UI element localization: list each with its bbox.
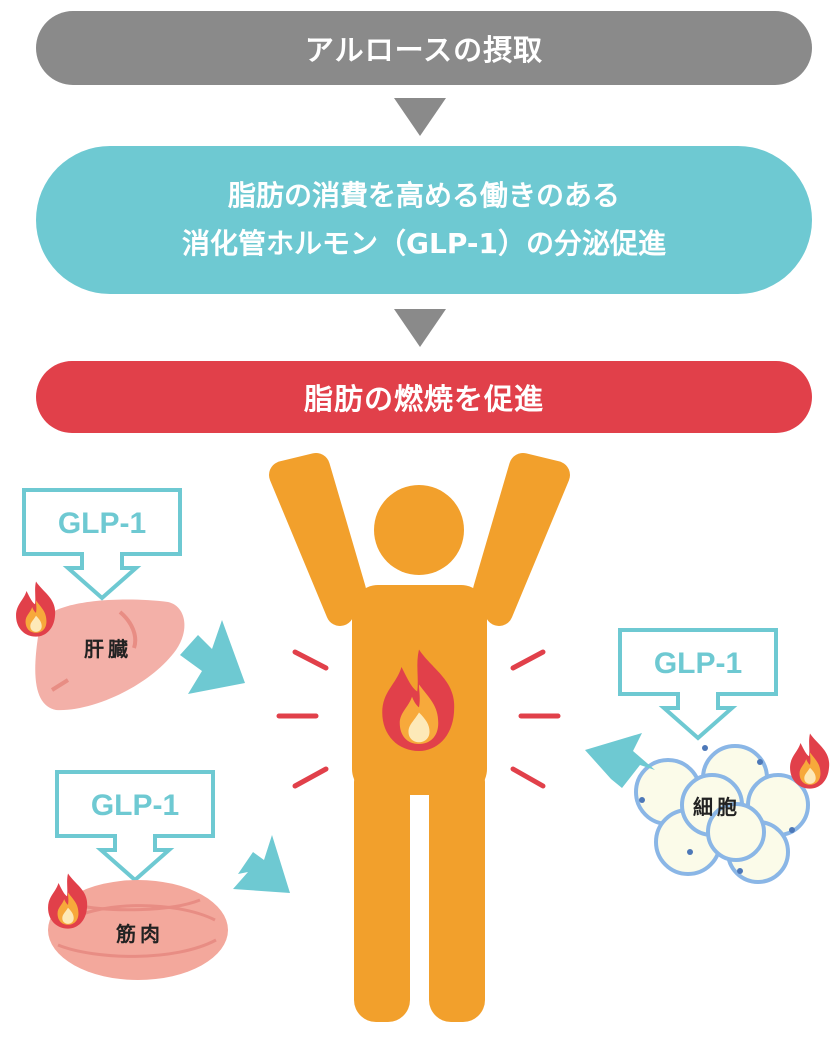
flame-icon [48, 873, 88, 929]
step-intake-label: アルロースの摂取 [304, 33, 544, 67]
muscle-illustration [48, 770, 228, 980]
heat-lines [276, 649, 561, 789]
step-fat-burn: 脂肪の燃焼を促進 [36, 361, 812, 433]
cells-glp-label: GLP-1 [653, 647, 743, 680]
step-glp-line2: 消化管ホルモン（GLP-1）の分泌促進 [182, 227, 666, 260]
flame-icon [16, 581, 56, 637]
arrow-icon [585, 733, 655, 788]
step-glp-secretion: 脂肪の消費を高める働きのある 消化管ホルモン（GLP-1）の分泌促進 [36, 146, 812, 294]
down-arrow-icon [394, 98, 446, 136]
arrow-icon [233, 835, 290, 893]
liver-glp-label: GLP-1 [57, 507, 147, 540]
liver-illustration [16, 488, 185, 711]
human-figure-icon [269, 453, 570, 1022]
liver-label: 肝臓 [84, 637, 132, 661]
muscle-glp-label: GLP-1 [90, 789, 180, 822]
step-fat-burn-label: 脂肪の燃焼を促進 [303, 382, 544, 416]
arrow-icon [180, 620, 245, 694]
muscle-label: 筋肉 [116, 922, 164, 946]
step-intake: アルロースの摂取 [36, 11, 812, 85]
step-glp-line1: 脂肪の消費を高める働きのある [227, 179, 620, 212]
cells-illustration [618, 628, 830, 884]
flame-icon [790, 733, 830, 789]
down-arrow-icon [394, 309, 446, 347]
cells-label: 細胞 [693, 795, 741, 819]
